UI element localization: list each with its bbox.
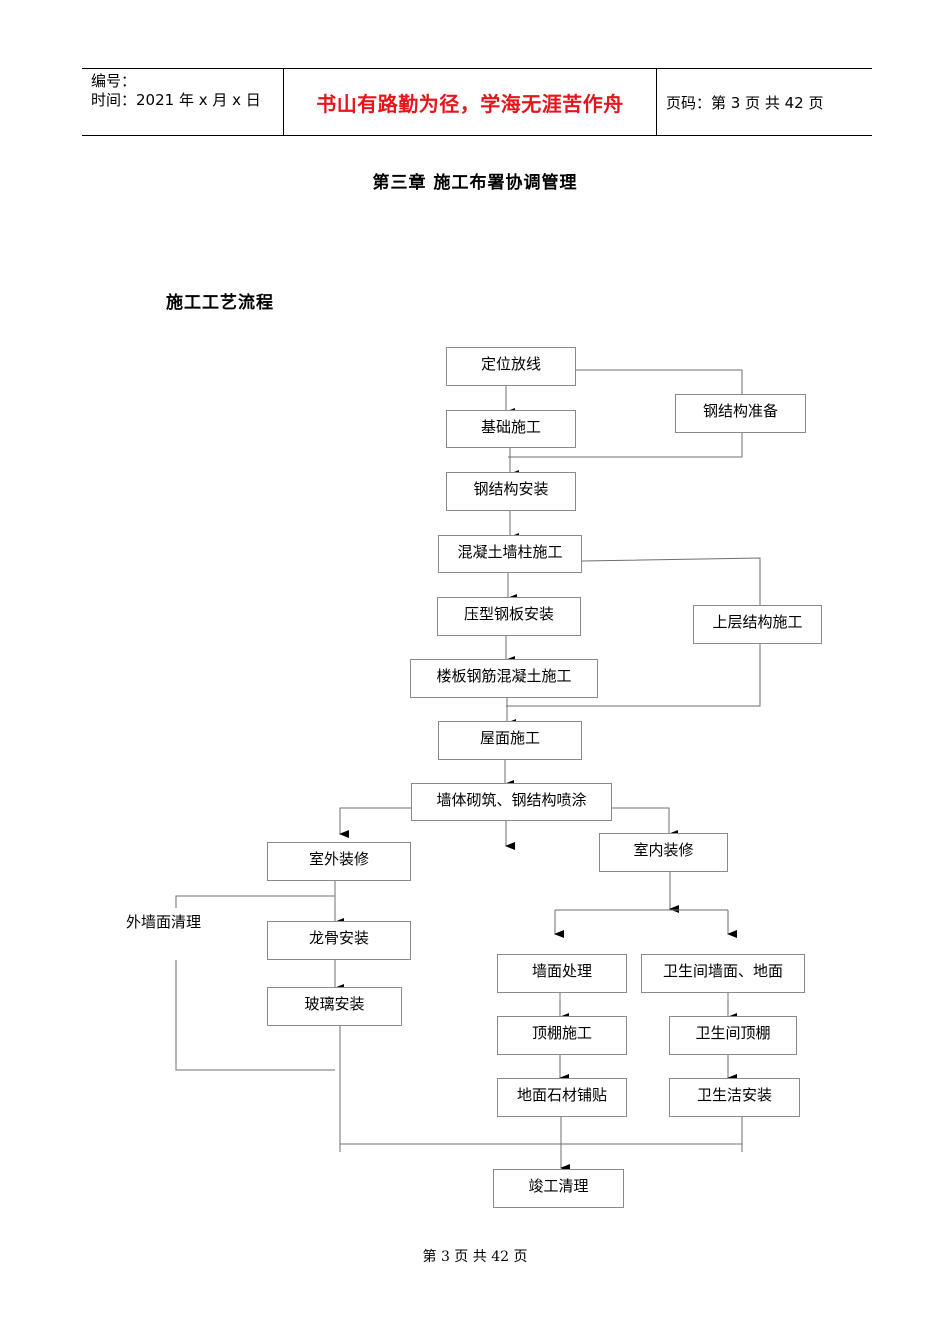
step-upper-structure: 上层结构施工 (693, 605, 822, 644)
chapter-title: 第三章 施工布署协调管理 (372, 173, 578, 193)
header-divider-right (656, 68, 657, 136)
step-wall-treatment: 墙面处理 (497, 954, 627, 993)
step-deck-install: 压型钢板安装 (437, 597, 581, 636)
step-wall-masonry: 墙体砌筑、钢结构喷涂 (411, 783, 612, 821)
step-bathroom-wall-floor: 卫生间墙面、地面 (641, 954, 805, 993)
step-floor-slab: 楼板钢筋混凝土施工 (410, 659, 598, 698)
step-bathroom-ceiling: 卫生间顶棚 (669, 1016, 797, 1055)
line-steel-prep-to-steel-install (508, 432, 743, 458)
step-keel-install: 龙骨安装 (267, 921, 411, 960)
page-footer: 第 3 页 共 42 页 (422, 1249, 528, 1265)
page-info: 页码：第 3 页 共 42 页 (666, 94, 824, 112)
line-positioning-to-steel-prep (576, 369, 743, 394)
line-facade-clean-loop (175, 960, 335, 1071)
step-positioning: 定位放线 (446, 347, 576, 386)
step-exterior-finish: 室外装修 (267, 842, 411, 881)
step-facade-clean: 外墙面清理 (126, 913, 202, 931)
step-foundation: 基础施工 (446, 410, 576, 448)
step-steel-prep: 钢结构准备 (675, 394, 806, 433)
step-sanitary-install: 卫生洁安装 (669, 1078, 800, 1117)
step-steel-install: 钢结构安装 (446, 472, 576, 511)
line-concrete-to-upper-structure (581, 557, 761, 605)
line-masonry-to-interior (612, 807, 678, 838)
line-masonry-to-exterior (339, 807, 411, 838)
document-number-label: 编号： (91, 72, 137, 90)
header-bottom-border (82, 135, 872, 136)
step-roof: 屋面施工 (438, 721, 582, 760)
header-motto: 书山有路勤为径，学海无涯苦作舟 (316, 91, 624, 116)
step-interior-finish: 室内装修 (599, 833, 728, 872)
header-top-border (82, 68, 872, 69)
step-concrete-wall: 混凝土墙柱施工 (438, 535, 582, 573)
line-exterior-branch (175, 880, 336, 908)
step-ceiling: 顶棚施工 (497, 1016, 627, 1055)
header-divider-left (283, 68, 284, 136)
step-stone-floor: 地面石材铺贴 (497, 1078, 627, 1117)
section-title: 施工工艺流程 (166, 293, 274, 313)
step-completion-clean: 竣工清理 (493, 1169, 624, 1208)
line-upper-structure-to-roof (506, 643, 761, 707)
document-time-label: 时间：2021 年 x 月 x 日 (91, 91, 261, 109)
step-glass-install: 玻璃安装 (267, 987, 402, 1026)
